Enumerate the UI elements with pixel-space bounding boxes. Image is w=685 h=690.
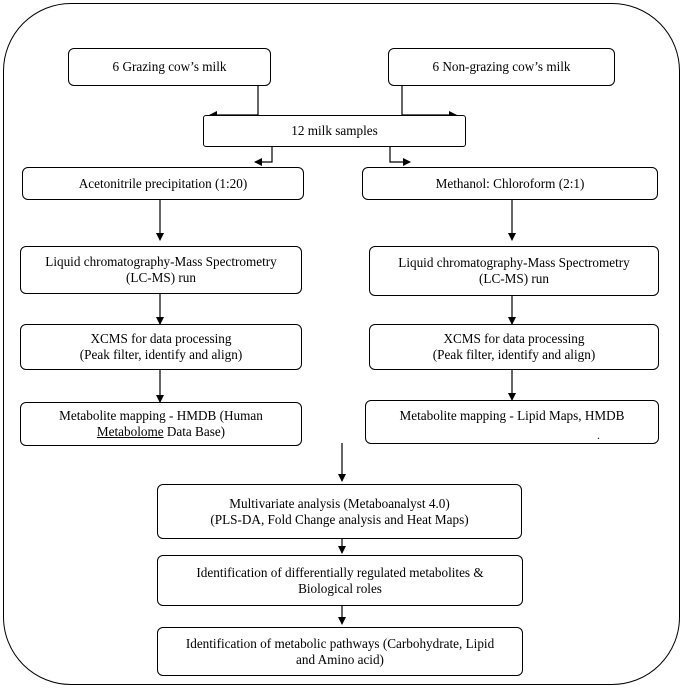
right-lcms-line1: Liquid chromatography-Mass Spectrometry	[398, 255, 630, 270]
right-lcms-box: Liquid chromatography-Mass Spectrometry …	[369, 246, 659, 296]
non-grazing-milk-box: 6 Non-grazing cow’s milk	[388, 48, 615, 86]
acetonitrile-box: Acetonitrile precipitation (1:20)	[22, 167, 304, 200]
multivariate-analysis-box: Multivariate analysis (Metaboanalyst 4.0…	[157, 484, 522, 539]
left-mapping-box: Metabolite mapping - HMDB (Human Metabol…	[20, 402, 302, 446]
non-grazing-milk-label: 6 Non-grazing cow’s milk	[432, 59, 571, 74]
left-lcms-line1: Liquid chromatography-Mass Spectrometry	[45, 254, 277, 269]
arrow-grazing-to-samples	[209, 86, 259, 119]
right-mapping-line1: Metabolite mapping - Lipid Maps, HMDB	[399, 408, 625, 423]
milk-samples-label: 12 milk samples	[291, 123, 378, 138]
milk-samples-box: 12 milk samples	[203, 115, 466, 147]
right-lcms-line2: (LC-MS) run	[479, 271, 549, 286]
right-xcms-line1: XCMS for data processing	[443, 331, 585, 346]
left-xcms-line1: XCMS for data processing	[90, 331, 232, 346]
pathways-line1: Identification of metabolic pathways (Ca…	[185, 635, 495, 651]
diagram-frame	[3, 3, 680, 685]
left-mapping-line2-rest: Data Base)	[163, 424, 226, 439]
left-lcms-line2: (LC-MS) run	[126, 270, 196, 285]
left-lcms-box: Liquid chromatography-Mass Spectrometry …	[20, 246, 302, 294]
left-mapping-line1: Metabolite mapping - HMDB (Human	[59, 408, 263, 423]
arrow-samples-to-left-prep	[254, 146, 273, 166]
left-xcms-box: XCMS for data processing (Peak filter, i…	[20, 324, 302, 370]
pathways-line2: and Amino acid)	[296, 651, 384, 667]
right-mapping-dot: .	[597, 428, 600, 442]
grazing-milk-box: 6 Grazing cow’s milk	[68, 48, 271, 86]
left-xcms-line2: (Peak filter, identify and align)	[79, 347, 243, 362]
multivariate-line2: (PLS-DA, Fold Change analysis and Heat M…	[210, 511, 469, 527]
methanol-chloroform-label: Methanol: Chloroform (2:1)	[435, 175, 585, 191]
right-mapping-box: Metabolite mapping - Lipid Maps, HMDB .	[365, 400, 659, 444]
metabolic-pathways-box: Identification of metabolic pathways (Ca…	[157, 627, 523, 676]
right-xcms-line2: (Peak filter, identify and align)	[432, 347, 596, 362]
grazing-milk-label: 6 Grazing cow’s milk	[112, 59, 227, 74]
right-xcms-box: XCMS for data processing (Peak filter, i…	[369, 324, 659, 370]
multivariate-line1: Multivariate analysis (Metaboanalyst 4.0…	[229, 495, 450, 511]
acetonitrile-label: Acetonitrile precipitation (1:20)	[78, 175, 248, 191]
arrow-samples-to-right-prep	[389, 146, 411, 166]
identification-line1: Identification of differentially regulat…	[196, 564, 484, 580]
arrow-nongrazing-to-samples	[401, 86, 457, 119]
identification-line2: Biological roles	[298, 580, 382, 596]
identification-metabolites-box: Identification of differentially regulat…	[157, 555, 523, 606]
methanol-chloroform-box: Methanol: Chloroform (2:1)	[362, 167, 658, 200]
left-mapping-underlined-word: Metabolome	[96, 424, 164, 439]
